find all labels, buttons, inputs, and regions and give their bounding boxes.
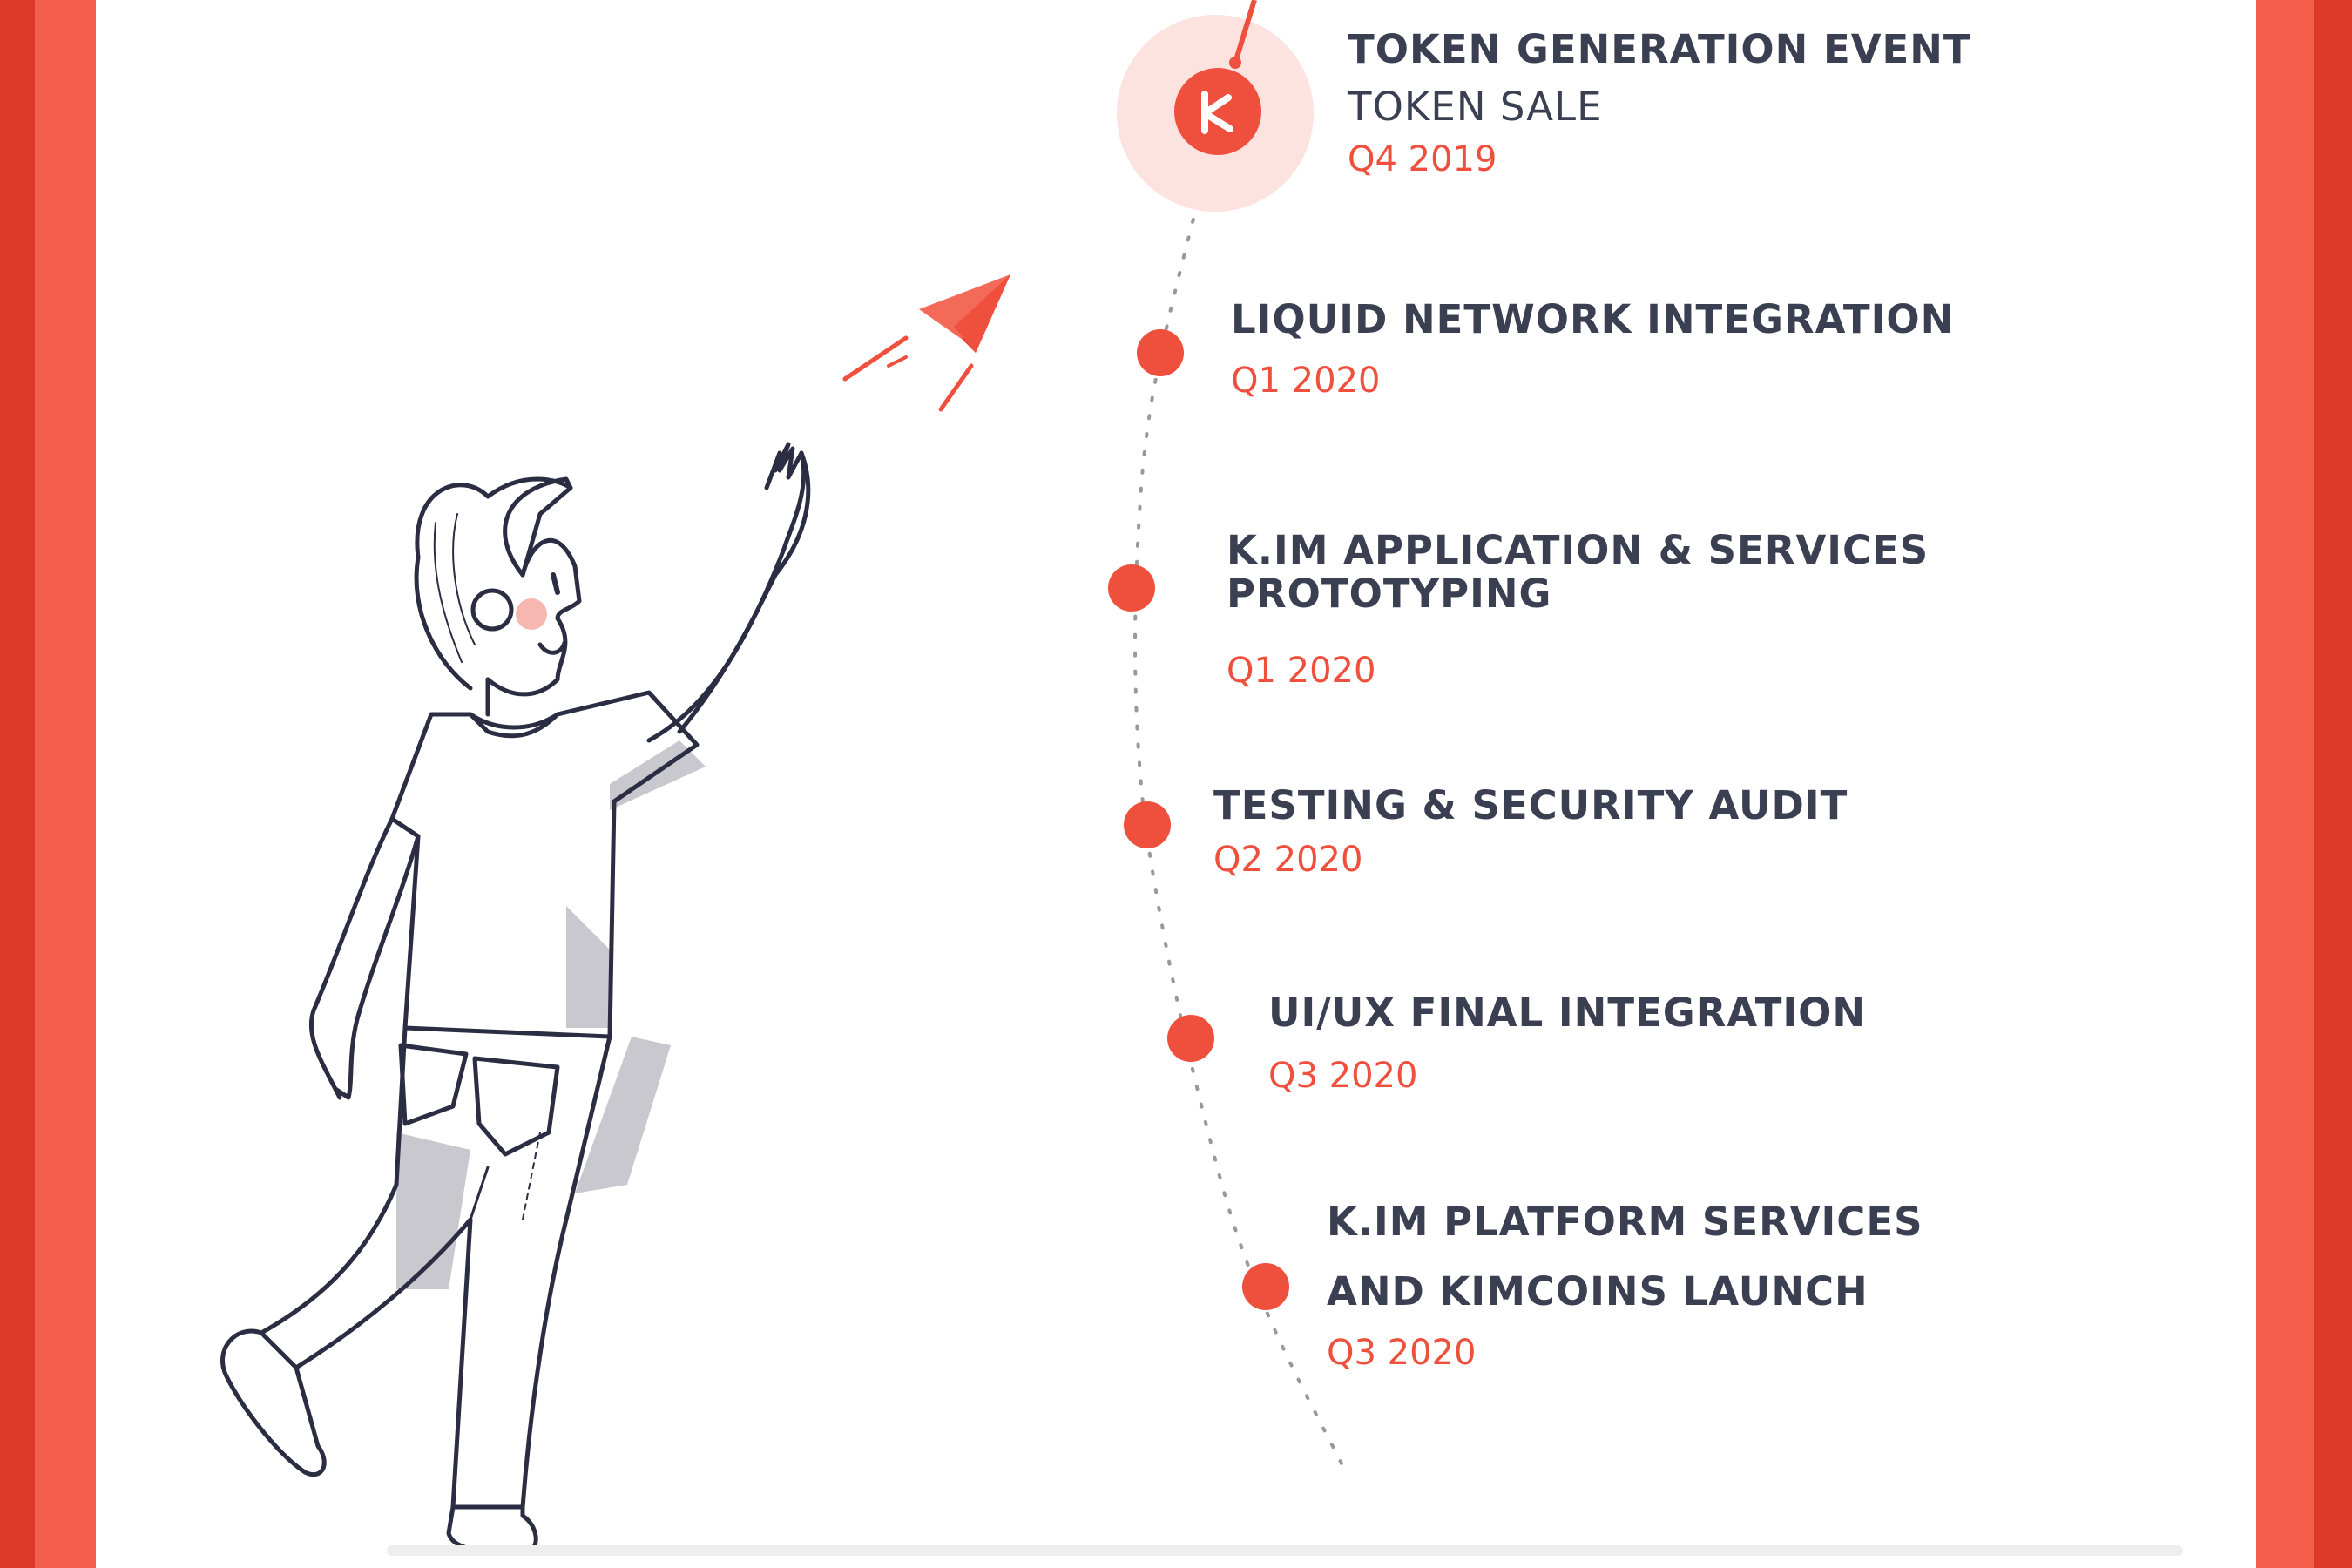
left-border xyxy=(0,0,96,1568)
milestone-liquid-network: LIQUID NETWORK INTEGRATION Q1 2020 xyxy=(1231,296,1955,402)
timeline-dot-6 xyxy=(1242,1263,1289,1310)
timeline-dot-5 xyxy=(1167,1015,1214,1062)
milestone-title: K.IM APPLICATION & SERVICES xyxy=(1227,527,1930,573)
milestone-title: TESTING & SECURITY AUDIT xyxy=(1213,782,1848,828)
milestone-prototyping: K.IM APPLICATION & SERVICES PROTOTYPING … xyxy=(1227,527,1930,692)
character-illustration xyxy=(220,442,2183,1556)
timeline-dot-4 xyxy=(1124,801,1171,848)
timeline-dot-3 xyxy=(1108,564,1155,612)
paper-plane-icon xyxy=(842,274,1010,412)
milestone-date: Q3 2020 xyxy=(1327,1333,1477,1373)
milestone-title: LIQUID NETWORK INTEGRATION xyxy=(1231,296,1955,342)
milestone-uiux: UI/UX FINAL INTEGRATION Q3 2020 xyxy=(1268,990,1867,1097)
milestone-date: Q1 2020 xyxy=(1227,651,1376,691)
milestone-subtitle: TOKEN SALE xyxy=(1348,84,1603,130)
milestone-date: Q2 2020 xyxy=(1213,840,1363,880)
milestone-token-generation: TOKEN GENERATION EVENT TOKEN SALE Q4 201… xyxy=(1348,26,1971,180)
milestone-title: UI/UX FINAL INTEGRATION xyxy=(1268,990,1867,1036)
timeline-dot-2 xyxy=(1137,329,1184,376)
right-border xyxy=(2256,0,2352,1568)
milestone-date: Q4 2019 xyxy=(1348,139,1497,179)
k-logo-icon xyxy=(1174,68,1261,155)
milestone-date: Q3 2020 xyxy=(1268,1056,1418,1096)
milestone-title: TOKEN GENERATION EVENT xyxy=(1348,26,1971,72)
milestone-testing-audit: TESTING & SECURITY AUDIT Q2 2020 xyxy=(1213,782,1848,881)
milestone-title-line2: PROTOTYPING xyxy=(1227,571,1552,617)
milestone-date: Q1 2020 xyxy=(1231,361,1381,401)
milestone-title-line2: AND KIMCOINS LAUNCH xyxy=(1327,1268,1869,1315)
milestone-platform-launch: K.IM PLATFORM SERVICES AND KIMCOINS LAUN… xyxy=(1327,1199,1923,1374)
milestone-title: K.IM PLATFORM SERVICES xyxy=(1327,1199,1923,1245)
